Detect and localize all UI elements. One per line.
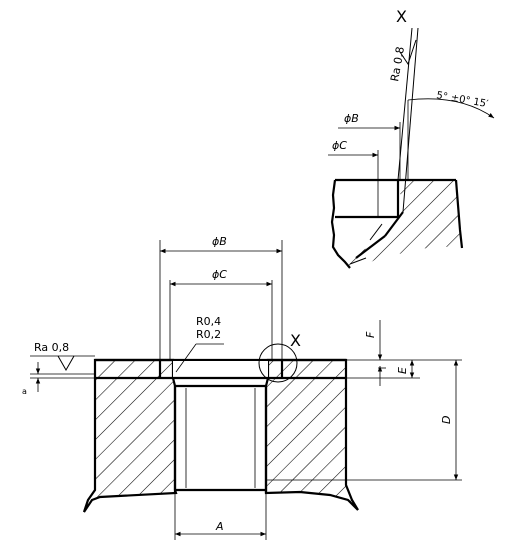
radius-inner-label: R0,2 [196, 328, 221, 341]
detail-dim-b-label: ϕB [344, 112, 359, 125]
dim-b-label: ϕB [212, 235, 227, 248]
roughness-main-label: Ra 0,8 [34, 341, 69, 354]
dim-d-label: D [440, 416, 453, 424]
detail-hatched-body [346, 180, 462, 268]
detail-dim-c-label: ϕC [332, 139, 347, 152]
roughness-detail-label: Ra 0,8 [388, 46, 407, 83]
main-section-view [30, 240, 462, 540]
surface-roughness-triangle-icon [57, 355, 75, 372]
detail-mark-view: X [396, 7, 407, 26]
dim-f-label: F [364, 331, 377, 338]
detail-circle [258, 343, 298, 383]
dim-a-label: A [215, 520, 224, 533]
left-body-hatched [82, 358, 178, 513]
radius-outer-label: R0,4 [196, 315, 221, 328]
dim-c-label: ϕC [212, 268, 227, 281]
right-body-hatched [264, 358, 359, 511]
detail-mark-main: X [290, 331, 301, 350]
dim-e-label: E [396, 367, 409, 374]
dim-a-small-label: a [22, 387, 27, 396]
surface-roughness-triangle-icon [399, 39, 417, 66]
angle-label: 5° ±0° 15′ [435, 90, 489, 110]
detail-view [328, 27, 495, 269]
